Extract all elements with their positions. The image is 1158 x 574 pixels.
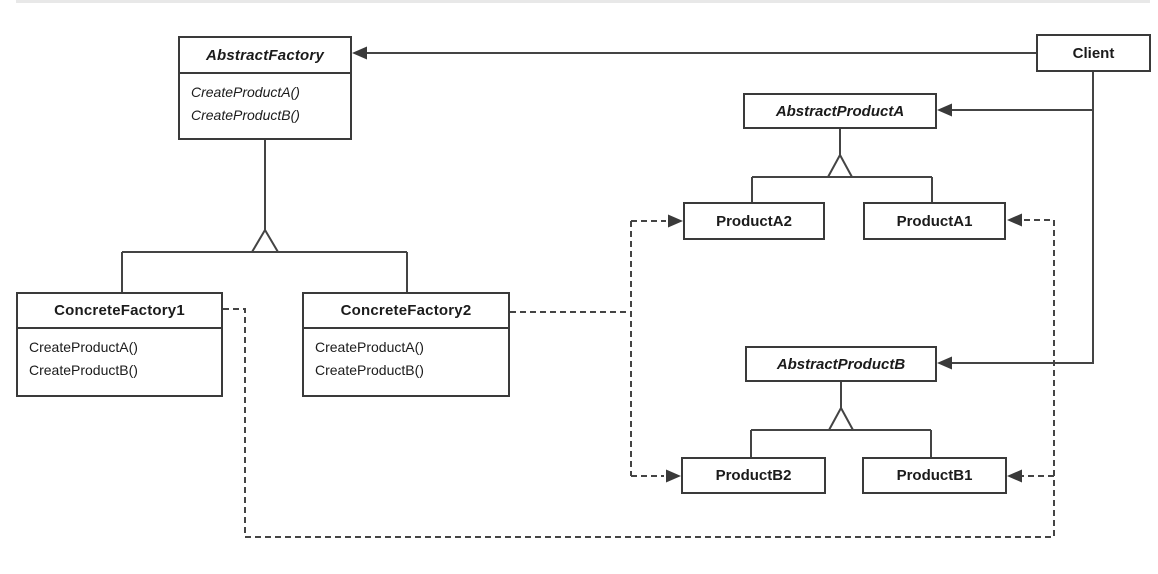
class-title: ProductB1	[896, 467, 973, 484]
arrowhead-into-productb2	[666, 469, 681, 483]
class-concretefactory1: ConcreteFactory1 CreateProductA() Create…	[16, 292, 223, 397]
class-client: Client	[1036, 34, 1151, 72]
class-abstractproductb: AbstractProductB	[745, 346, 937, 382]
dependency-concretefactory2-path	[510, 220, 666, 477]
class-title: ProductA1	[896, 212, 973, 230]
class-title: AbstractProductA	[775, 102, 905, 120]
method-createproducta: CreateProductA()	[191, 84, 300, 100]
inheritance-tree-abstractproducta	[751, 129, 933, 202]
arrowhead-into-producta1	[1007, 213, 1022, 227]
method-createproductb: CreateProductB()	[191, 107, 300, 123]
class-producta2: ProductA2	[683, 202, 825, 240]
class-title: ProductB2	[715, 467, 792, 484]
class-title: ConcreteFactory1	[18, 294, 221, 329]
class-concretefactory2: ConcreteFactory2 CreateProductA() Create…	[302, 292, 510, 397]
inheritance-triangle-abstractproducta	[826, 152, 854, 178]
class-abstractfactory: AbstractFactory CreateProductA() CreateP…	[178, 36, 352, 140]
class-title: AbstractFactory	[180, 38, 350, 74]
class-producta1: ProductA1	[863, 202, 1006, 240]
method-createproductb: CreateProductB()	[315, 362, 424, 378]
class-productb1: ProductB1	[862, 457, 1007, 494]
class-title: Client	[1072, 44, 1115, 62]
inheritance-tree-abstractfactory	[121, 140, 408, 292]
inheritance-triangle-abstractproductb	[827, 405, 855, 431]
class-abstractproducta: AbstractProductA	[743, 93, 937, 129]
class-title: ConcreteFactory2	[304, 294, 508, 329]
arrowhead-into-productb1	[1007, 469, 1022, 483]
method-createproducta: CreateProductA()	[315, 339, 424, 355]
arrowhead-into-abstractproductb	[937, 356, 952, 370]
class-title: ProductA2	[716, 212, 792, 230]
method-createproductb: CreateProductB()	[29, 362, 138, 378]
arrowhead-into-abstractproducta	[937, 103, 952, 117]
class-title: AbstractProductB	[776, 355, 906, 373]
arrowhead-into-abstractfactory	[352, 46, 367, 60]
arrowhead-into-producta2	[668, 214, 683, 228]
class-productb2: ProductB2	[681, 457, 826, 494]
top-divider-rule	[16, 0, 1150, 3]
method-createproducta: CreateProductA()	[29, 339, 138, 355]
inheritance-tree-abstractproductb	[750, 382, 932, 457]
inheritance-triangle-abstractfactory	[250, 228, 280, 253]
